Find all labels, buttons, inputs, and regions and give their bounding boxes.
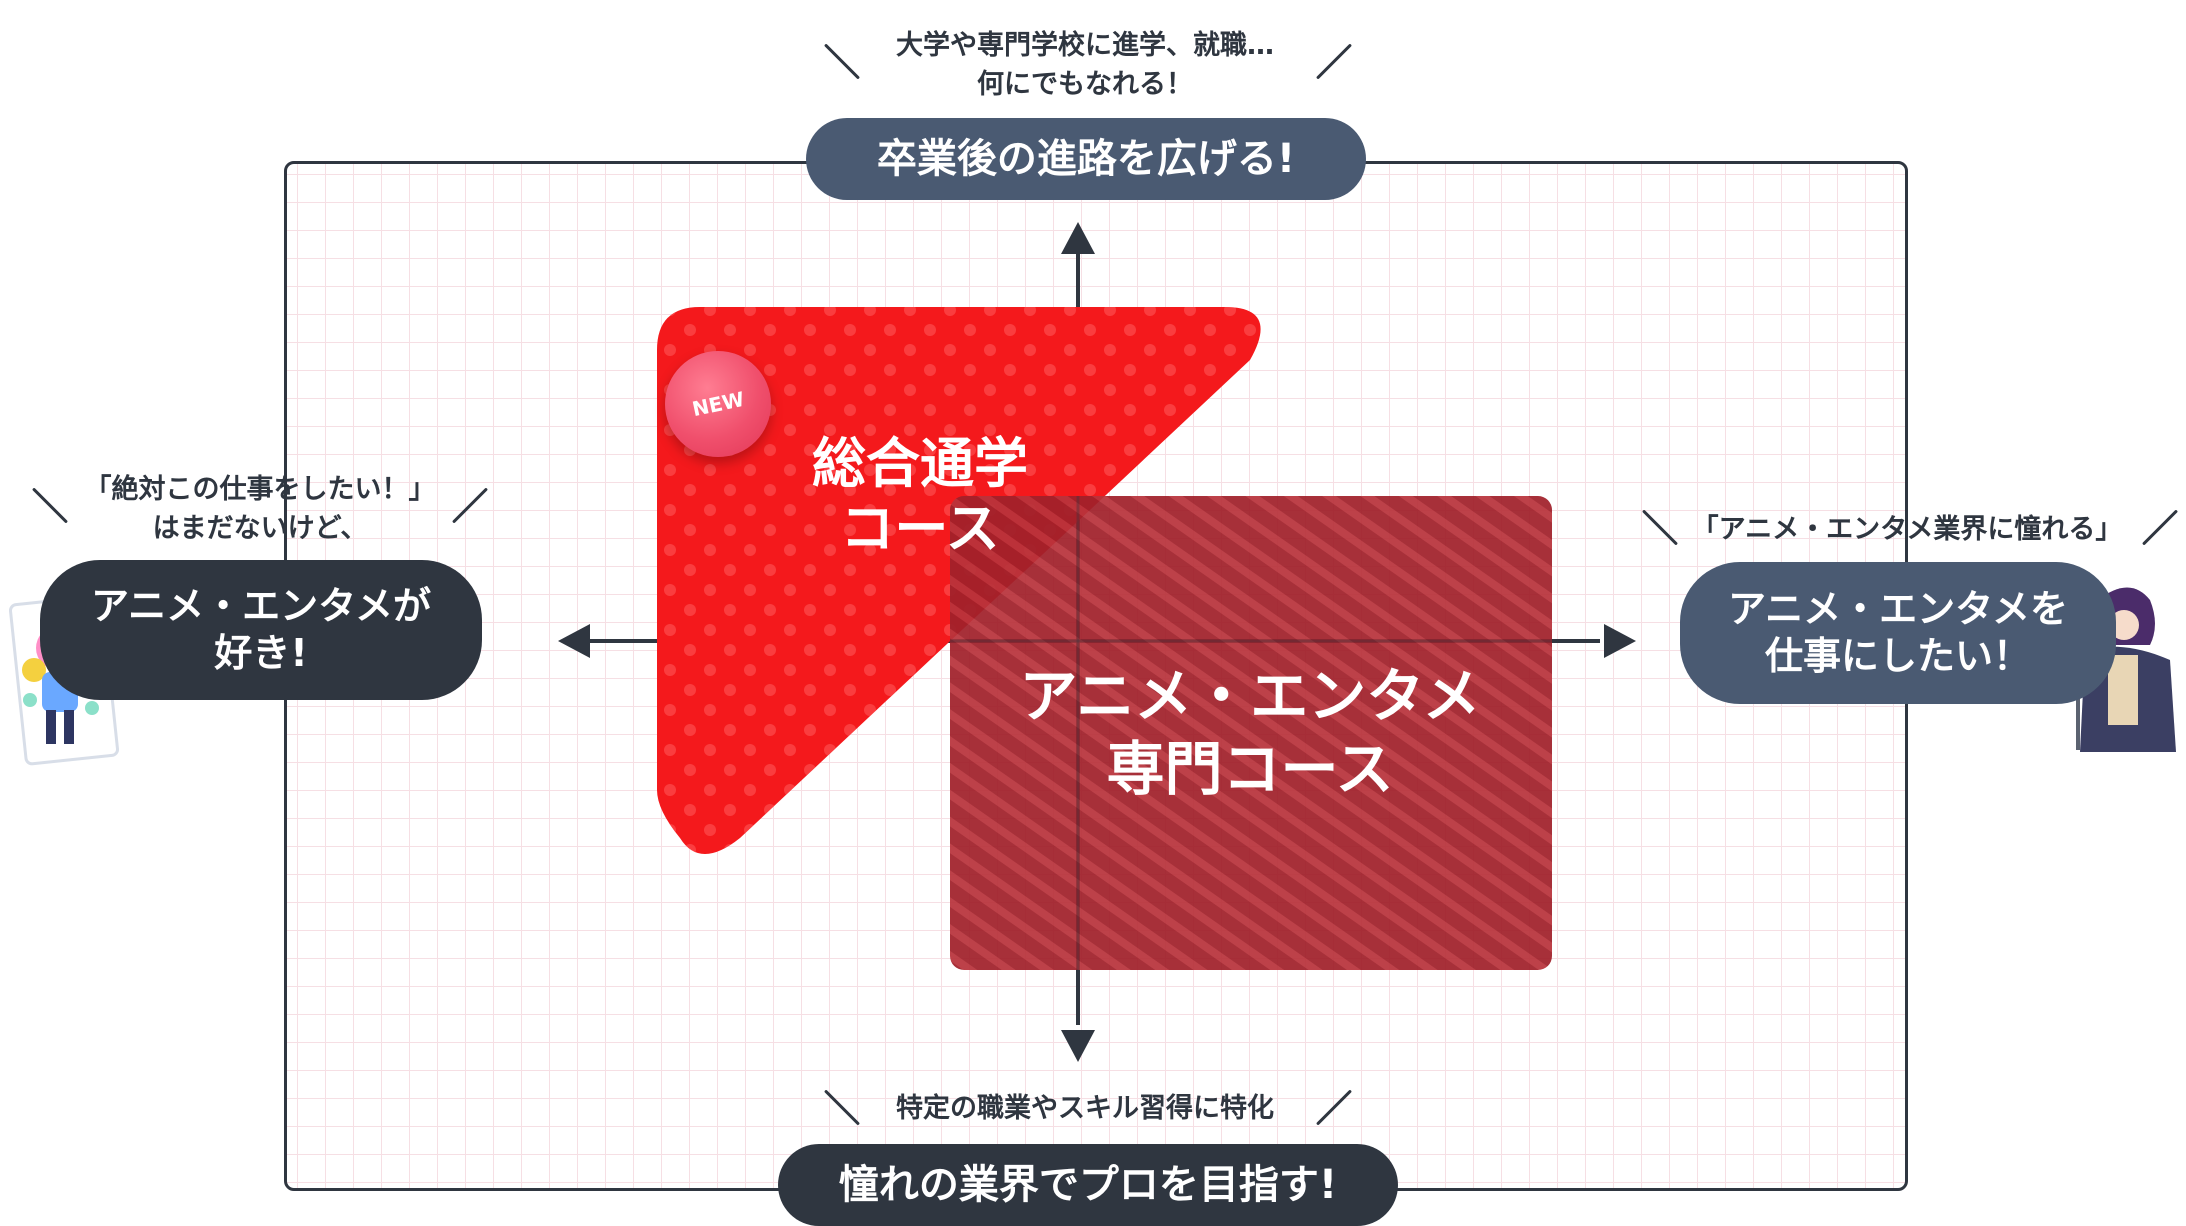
bottom-note: 特定の職業やスキル習得に特化 xyxy=(860,1089,1310,1128)
arrow-right-icon xyxy=(1604,624,1636,658)
left-pill: アニメ・エンタメが 好き! xyxy=(40,560,482,700)
right-pill-line2: 仕事にしたい！ xyxy=(1764,634,2031,678)
right-note: 「アニメ・エンタメ業界に憧れる」 xyxy=(1682,510,2132,549)
arrow-down-icon xyxy=(1061,1030,1095,1062)
right-pill-line1: アニメ・エンタメを xyxy=(1727,586,2069,631)
general-course-label: 総合通学 コース xyxy=(770,432,1070,562)
left-pill-line2: 好き! xyxy=(214,631,308,675)
anime-course-label: アニメ・エンタメ 専門コース xyxy=(1000,660,1500,805)
anime-course-shape xyxy=(950,496,1552,970)
left-pill-line1: アニメ・エンタメが xyxy=(90,583,432,628)
bottom-pill: 憧れの業界でプロを目指す! xyxy=(778,1144,1398,1226)
new-badge: NEW xyxy=(665,351,771,457)
top-note-line2: 何にでもなれる！ xyxy=(977,69,1193,101)
arrow-left-icon xyxy=(558,624,590,658)
top-note-line1: 大学や専門学校に進学、就職… xyxy=(896,30,1274,61)
left-note-line2: はまだないけど、 xyxy=(152,513,368,545)
top-pill-label: 卒業後の進路を広げる! xyxy=(876,136,1296,182)
top-note: 大学や専門学校に進学、就職… 何にでもなれる！ xyxy=(860,26,1310,104)
left-note: 「絶対この仕事をしたい！」 はまだないけど、 xyxy=(70,470,450,548)
right-pill: アニメ・エンタメを 仕事にしたい！ xyxy=(1680,562,2116,704)
left-note-line1: 「絶対この仕事をしたい！」 xyxy=(84,474,436,505)
general-course-line1: 総合通学 xyxy=(812,432,1028,495)
new-badge-label: NEW xyxy=(689,386,747,422)
bottom-note-text: 特定の職業やスキル習得に特化 xyxy=(896,1093,1274,1124)
bottom-pill-label: 憧れの業界でプロを目指す! xyxy=(838,1162,1338,1208)
anime-course-line1: アニメ・エンタメ xyxy=(1019,662,1481,730)
right-note-text: 「アニメ・エンタメ業界に憧れる」 xyxy=(1691,514,2123,545)
general-course-line2: コース xyxy=(840,496,1000,560)
anime-course-line2: 専門コース xyxy=(1106,734,1394,803)
top-pill: 卒業後の進路を広げる! xyxy=(806,118,1366,200)
arrow-up-icon xyxy=(1061,222,1095,254)
